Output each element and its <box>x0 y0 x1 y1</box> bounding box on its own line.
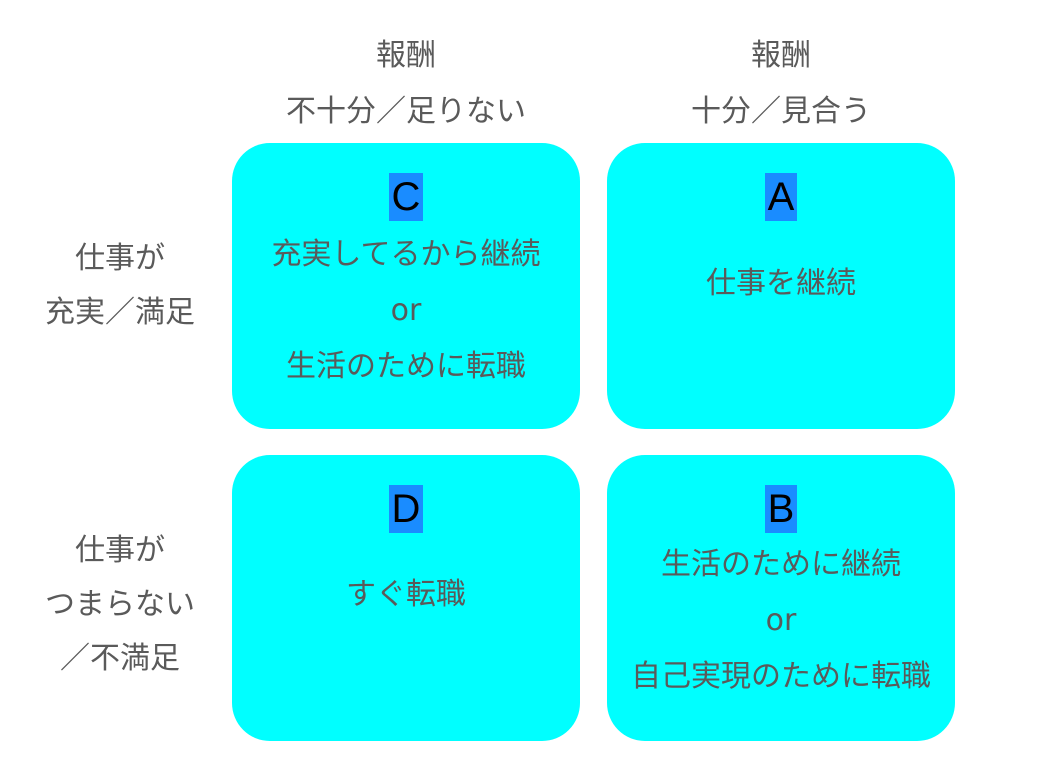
quadrant-label: C <box>388 173 424 221</box>
quadrant-a: A 仕事を継続 <box>607 143 955 429</box>
row-header-line2: つまらない <box>45 587 195 622</box>
row-header-line1: 仕事が <box>75 241 165 276</box>
row-header-dissatisfied: 仕事が つまらない ／不満足 <box>20 524 220 686</box>
column-header-line2: 不十分／足りない <box>286 94 526 129</box>
row-header-satisfied: 仕事が 充実／満足 <box>20 232 220 340</box>
quadrant-text-line: or <box>765 603 797 638</box>
column-header-line1: 報酬 <box>751 38 811 73</box>
quadrant-text-line: 生活のために継続 <box>661 547 901 582</box>
quadrant-text: すぐ転職 <box>232 567 580 623</box>
quadrant-label: D <box>388 485 424 533</box>
row-header-line2: 充実／満足 <box>45 295 195 330</box>
column-header-sufficient-pay: 報酬 十分／見合う <box>611 28 951 140</box>
quadrant-text: 充実してるから継続 or 生活のために転職 <box>232 227 580 395</box>
quadrant-c: C 充実してるから継続 or 生活のために転職 <box>232 143 580 429</box>
column-header-insufficient-pay: 報酬 不十分／足りない <box>236 28 576 140</box>
column-header-line2: 十分／見合う <box>691 94 871 129</box>
quadrant-b: B 生活のために継続 or 自己実現のために転職 <box>607 455 955 741</box>
quadrant-text-line: 自己実現のために転職 <box>631 659 931 694</box>
row-header-line1: 仕事が <box>75 533 165 568</box>
quadrant-d: D すぐ転職 <box>232 455 580 741</box>
quadrant-text-line: 生活のために転職 <box>286 349 526 384</box>
quadrant-text: 生活のために継続 or 自己実現のために転職 <box>607 537 955 705</box>
column-header-line1: 報酬 <box>376 38 436 73</box>
quadrant-text-line: 仕事を継続 <box>706 266 856 301</box>
quadrant-label: B <box>764 485 798 533</box>
quadrant-text: 仕事を継続 <box>607 256 955 312</box>
quadrant-text-line: or <box>390 293 422 328</box>
quadrant-text-line: 充実してるから継続 <box>271 237 541 272</box>
row-header-line3: ／不満足 <box>60 641 180 676</box>
quadrant-text-line: すぐ転職 <box>346 577 466 612</box>
quadrant-label: A <box>764 173 798 221</box>
